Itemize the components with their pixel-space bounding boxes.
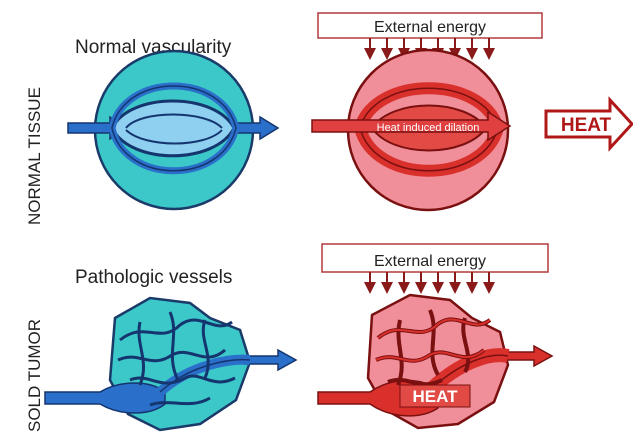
external-energy-label-normal: External energy xyxy=(374,19,486,36)
row-label-solid-tumor: SOLD TUMOR xyxy=(25,319,44,432)
heat-label-normal: HEAT xyxy=(561,115,612,136)
heated-tumor-illustration xyxy=(318,295,552,428)
title-pathologic-vessels: Pathologic vessels xyxy=(75,267,232,288)
normal-tissue-illustration xyxy=(68,51,278,209)
row-label-normal-tissue: NORMAL TISSUE xyxy=(25,87,44,225)
energy-arrows-tumor xyxy=(370,272,489,288)
external-energy-label-tumor: External energy xyxy=(374,253,486,270)
heat-induced-dilation-label: Heat induced dilation xyxy=(377,122,480,134)
tumor-illustration xyxy=(45,298,296,430)
heat-label-tumor: HEAT xyxy=(412,387,458,406)
